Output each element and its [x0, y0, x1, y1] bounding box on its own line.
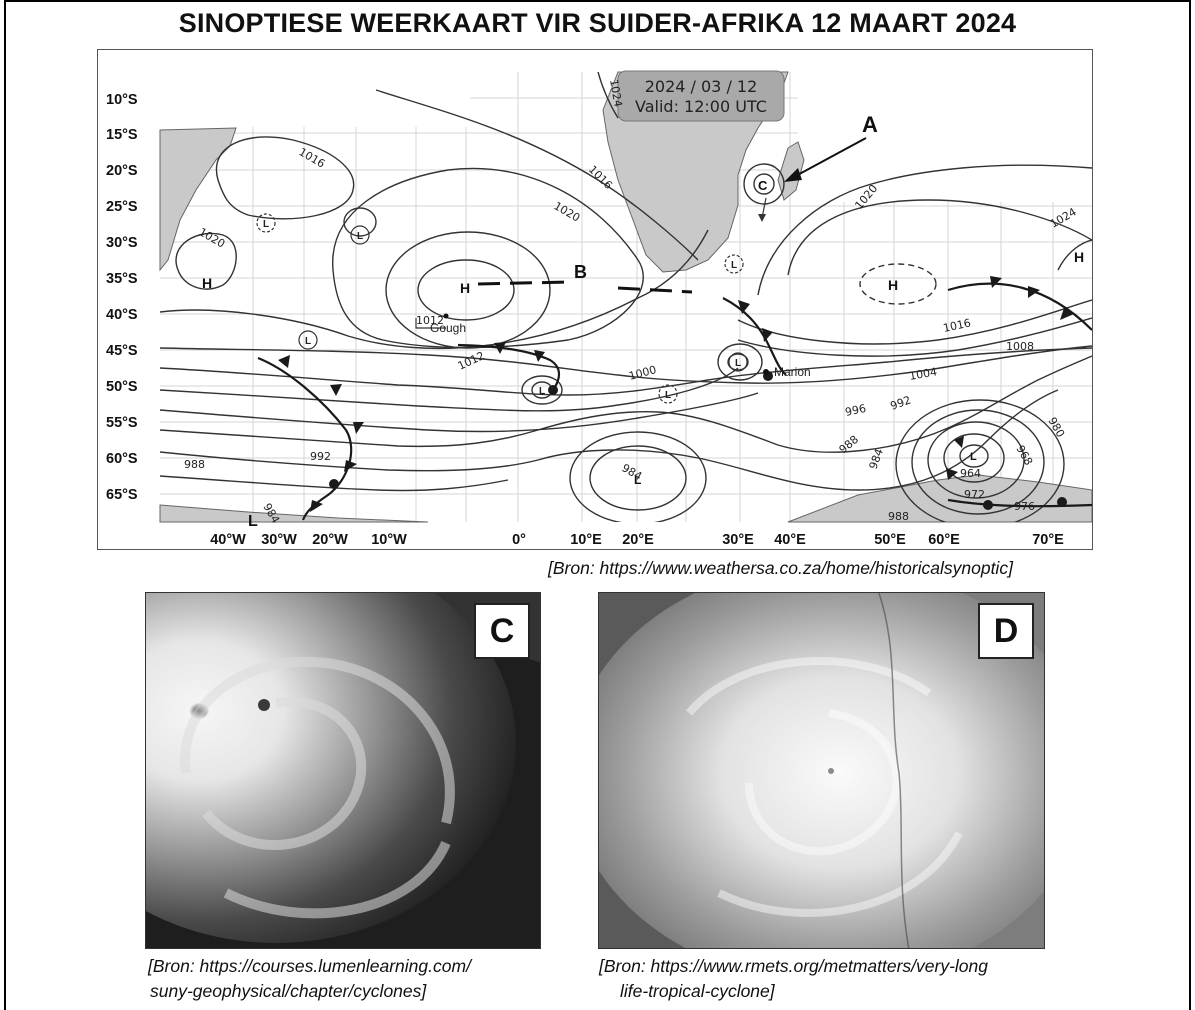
ridge-line-b [477, 280, 693, 294]
arrow-a [758, 137, 867, 222]
isobar-label: 964 [960, 467, 981, 480]
lon-label: 10°W [371, 532, 407, 548]
circled-low-symbols [256, 213, 748, 404]
high-pressure-symbol: H [202, 275, 212, 291]
isobar-label: 988 [837, 433, 861, 456]
low-pressure-symbol: L [634, 473, 641, 487]
photo-d-label: D [978, 603, 1034, 659]
marker-b: B [574, 262, 587, 282]
lon-label: 20°W [312, 532, 348, 548]
cold-front-far-east [947, 282, 1092, 331]
south-america-land [159, 127, 237, 272]
gough-label: Gough [430, 321, 466, 335]
lon-label: 40°W [210, 532, 246, 548]
land-masses [159, 71, 1092, 523]
isobar-label: 1000 [627, 363, 657, 383]
photo-d-source-line1: [Bron: https://www.rmets.org/metmatters/… [599, 956, 989, 976]
isobar-label: 992 [310, 450, 331, 463]
isobar-label: 972 [964, 488, 985, 501]
lat-label: 15°S [106, 127, 138, 143]
antarctica-land [159, 504, 429, 523]
date-box: 2024 / 03 / 12 Valid: 12:00 UTC [617, 70, 785, 122]
lat-label: 50°S [106, 379, 138, 395]
low-pressure-symbol: L [735, 358, 741, 369]
high-pressure-symbol: H [1074, 249, 1084, 265]
lon-label: 20°E [622, 532, 654, 548]
page-title: SINOPTIESE WEERKAART VIR SUIDER-AFRIKA 1… [178, 8, 1017, 38]
lat-label: 40°S [106, 307, 138, 323]
photo-c-source-line1: [Bron: https://courses.lumenlearning.com… [148, 956, 471, 976]
high-pressure-symbol: H [888, 277, 898, 293]
front-south-east [947, 498, 1092, 508]
isobar-label: 1004 [908, 365, 938, 383]
lon-label: 30°W [261, 532, 297, 548]
isobar-label: 988 [184, 458, 205, 471]
isobar-label: 976 [1014, 500, 1035, 513]
longitude-labels: 40°W 30°W 20°W 10°W 0° 10°E 20°E 30°E 40… [210, 532, 1064, 548]
marion-label: Marion [774, 365, 811, 379]
isobar-label: 984 [867, 447, 886, 471]
lat-label: 20°S [106, 163, 138, 179]
isobar-label: 1016 [297, 145, 328, 170]
photo-d-source-line2: life-tropical-cyclone] [620, 981, 775, 1001]
lat-label: 35°S [106, 271, 138, 287]
synoptic-map: 2024 / 03 / 12 Valid: 12:00 UTC [97, 49, 1093, 550]
isobars [160, 72, 1092, 522]
satellite-image-d: D [598, 592, 1045, 949]
lat-label: 55°S [106, 415, 138, 431]
lon-label: 40°E [774, 532, 806, 548]
low-pressure-symbol: L [305, 336, 311, 347]
cold-front-east [722, 297, 787, 376]
lat-label: 10°S [106, 92, 138, 108]
page-frame [4, 0, 1191, 1010]
lon-label: 0° [512, 532, 526, 548]
satellite-image-c: C [145, 592, 541, 949]
lat-label: 60°S [106, 451, 138, 467]
photo-c-label: C [474, 603, 530, 659]
photo-c-source-line2: suny-geophysical/chapter/cyclones] [150, 981, 427, 1001]
lon-label: 60°E [928, 532, 960, 548]
isobar-label: 996 [844, 402, 867, 419]
map-date: 2024 / 03 / 12 [645, 77, 758, 96]
low-pressure-symbol: L [263, 219, 269, 230]
cold-front-west [257, 356, 353, 521]
low-pressure-symbol: L [248, 513, 258, 530]
lat-label: 45°S [106, 343, 138, 359]
gough-island: Gough [415, 313, 466, 335]
low-pressure-symbol: L [731, 260, 737, 271]
latitude-labels: 10°S 15°S 20°S 25°S 30°S 35°S 40°S 45°S … [106, 92, 138, 503]
isobar-label: 1012 [456, 349, 487, 373]
pressure-systems: H H H H L L L [202, 249, 1084, 530]
low-pressure-symbol: L [357, 231, 363, 242]
isobar-label: 1008 [1006, 340, 1034, 353]
cold-front-central [457, 343, 561, 391]
lon-label: 50°E [874, 532, 906, 548]
fronts [257, 276, 1092, 521]
low-pressure-symbol: L [970, 451, 977, 463]
marion-island: Marion [763, 365, 811, 379]
lon-label: 30°E [722, 532, 754, 548]
isobar-label: 988 [888, 510, 909, 523]
marker-c-cyclone: C [758, 178, 768, 193]
isobar-label: 1012 [416, 314, 444, 327]
isobar-label: 1016 [942, 316, 972, 335]
lon-label: 70°E [1032, 532, 1064, 548]
low-pressure-symbol: L [665, 390, 671, 401]
isobar-label: 992 [889, 393, 913, 412]
isobar-label: 1020 [197, 225, 228, 250]
high-pressure-symbol: H [460, 280, 470, 296]
map-valid-time: Valid: 12:00 UTC [635, 97, 767, 116]
lon-label: 10°E [570, 532, 602, 548]
isobar-label: 1020 [552, 199, 583, 224]
isobar-label: 968 [1013, 443, 1035, 468]
isobar-label: 1024 [607, 78, 625, 108]
marker-a: A [862, 112, 878, 137]
lat-label: 25°S [106, 199, 138, 215]
lat-label: 65°S [106, 487, 138, 503]
lat-label: 30°S [106, 235, 138, 251]
low-pressure-symbol: L [539, 386, 545, 397]
map-source: [Bron: https://www.weathersa.co.za/home/… [548, 558, 1013, 578]
